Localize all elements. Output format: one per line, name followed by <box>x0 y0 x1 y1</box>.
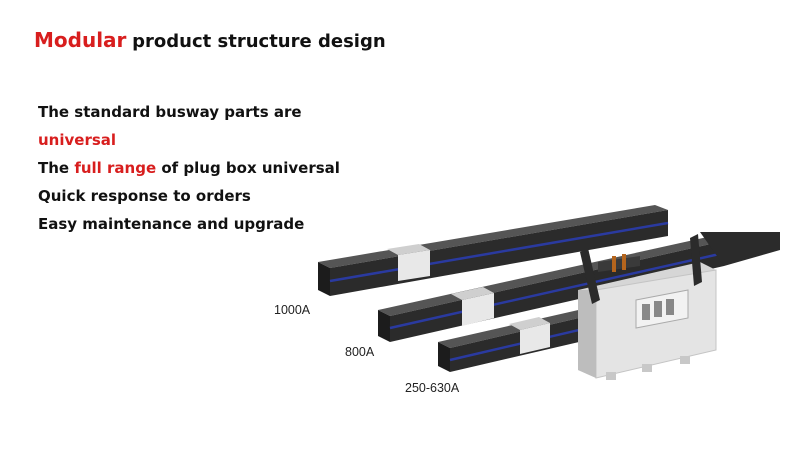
feature-list: The standard busway parts are universal … <box>38 98 340 238</box>
rating-label-250-630a: 250-630A <box>405 381 460 395</box>
rating-label-800a: 800A <box>345 345 375 359</box>
busway-1000a <box>318 205 669 296</box>
feature-line-2: universal <box>38 131 117 149</box>
feature-line-1: The standard busway parts are <box>38 103 302 121</box>
feature-line-5: Easy maintenance and upgrade <box>38 215 305 233</box>
busway-800a <box>378 232 780 342</box>
page-title: Modular product structure design <box>34 28 386 52</box>
rating-label-1000a: 1000A <box>274 303 311 317</box>
plug-box <box>578 234 717 380</box>
feature-line-3: The full range of plug box universal <box>38 159 340 177</box>
title-rest: product structure design <box>132 31 386 52</box>
feature-line-4: Quick response to orders <box>38 187 251 205</box>
title-accent: Modular <box>34 28 127 52</box>
